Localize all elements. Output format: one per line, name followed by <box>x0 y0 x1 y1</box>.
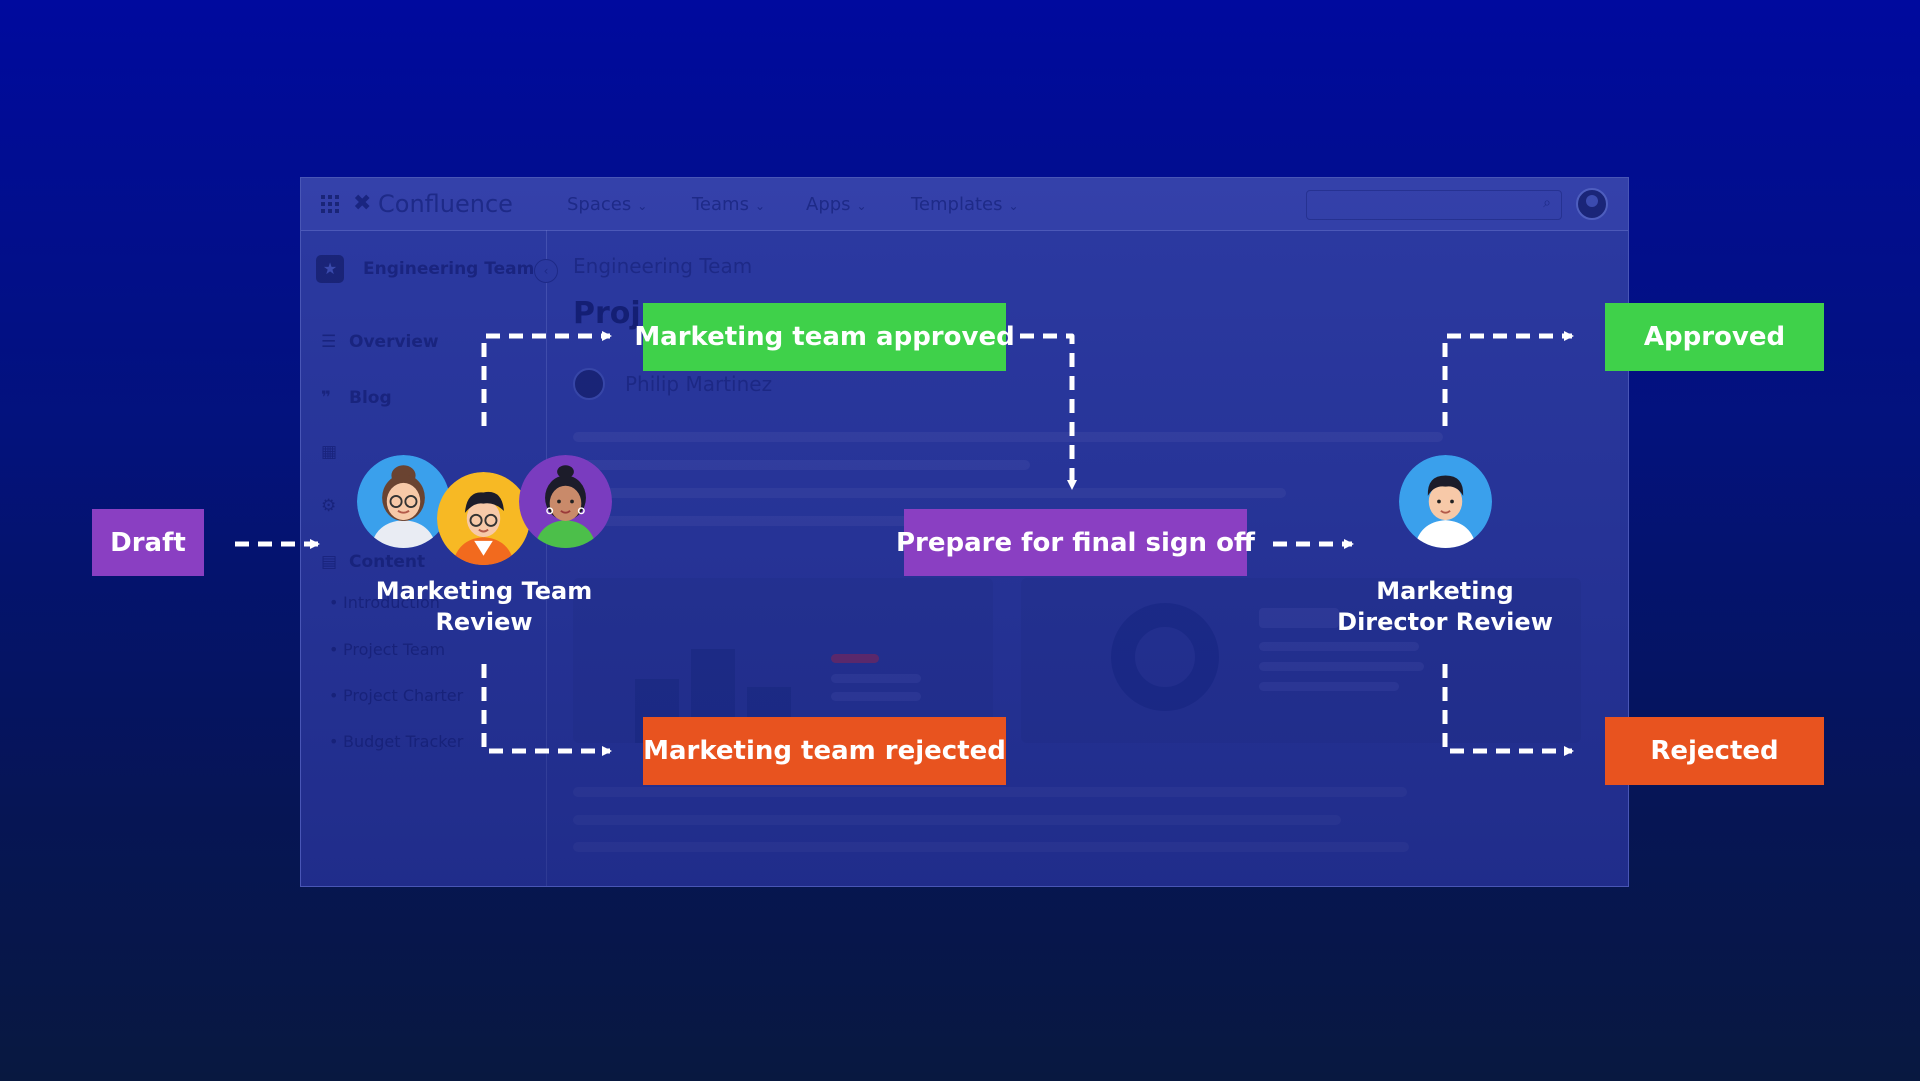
chevron-down-icon: ⌄ <box>754 199 766 213</box>
sidebar-item-overview[interactable]: ☰ Overview <box>321 332 439 352</box>
text-placeholder <box>573 842 1409 852</box>
calendar-icon: ▦ <box>321 442 338 462</box>
chevron-down-icon: ⌄ <box>1008 199 1019 213</box>
label-marketing-director-review: Marketing Director Review <box>1337 577 1553 636</box>
status-marketing-team-approved: Marketing team approved <box>634 303 1015 371</box>
page-title: Proj <box>573 296 641 331</box>
text-placeholder <box>573 516 1093 526</box>
search-icon: ⌕ <box>1543 195 1551 211</box>
nav-spaces-label: Spaces <box>567 194 632 215</box>
nav-templates[interactable]: Templates ⌄ <box>911 194 1019 215</box>
app-switcher-icon[interactable] <box>321 195 339 213</box>
sidebar-item-blog[interactable]: ❞ Blog <box>321 388 392 408</box>
search-input[interactable]: ⌕ <box>1306 190 1562 220</box>
director-avatar <box>1399 455 1492 548</box>
content-item-introduction[interactable]: Introduction <box>329 593 440 612</box>
status-approved: Approved <box>1605 303 1824 371</box>
arrow-review-to-rejected <box>481 664 612 756</box>
user-avatar[interactable] <box>1576 188 1608 220</box>
donut-chart-card <box>1021 578 1581 743</box>
nav-apps[interactable]: Apps ⌄ <box>806 194 867 215</box>
content-item-project-charter[interactable]: Project Charter <box>329 686 463 705</box>
legend-placeholder <box>1259 662 1424 671</box>
status-rejected: Rejected <box>1605 717 1824 785</box>
lines-icon: ☰ <box>321 332 337 352</box>
brand-name: Confluence <box>378 190 513 218</box>
sidebar-item-label: Blog <box>349 388 392 408</box>
bar-chart-card <box>573 578 993 743</box>
top-nav-bar: ✖ Confluence Spaces ⌄ Teams ⌄ Apps ⌄ Templa… <box>301 178 1628 231</box>
confluence-logo-icon: ✖ <box>353 191 372 216</box>
gear-icon: ⚙ <box>321 496 337 516</box>
status-marketing-team-rejected: Marketing team rejected <box>643 717 1006 785</box>
legend-placeholder <box>831 692 921 701</box>
sidebar-item-settings[interactable]: ⚙ <box>321 496 349 516</box>
arrow-director-to-approved <box>1442 331 1574 426</box>
text-placeholder <box>573 787 1407 797</box>
star-icon: ★ <box>316 255 344 283</box>
sidebar-item-label: Content <box>349 552 426 572</box>
legend-placeholder <box>1259 608 1339 628</box>
chevron-down-icon: ⌄ <box>856 199 867 213</box>
chevron-down-icon: ⌄ <box>637 199 648 213</box>
content-item-project-team[interactable]: Project Team <box>329 640 445 659</box>
document-icon: ▤ <box>321 552 338 572</box>
text-placeholder <box>573 488 1286 498</box>
quote-icon: ❞ <box>321 388 331 408</box>
space-title[interactable]: Engineering Team <box>363 259 535 279</box>
legend-placeholder <box>831 674 921 683</box>
legend-placeholder <box>1259 682 1399 691</box>
reviewer-avatar-woman-glasses <box>357 455 450 548</box>
content-item-budget-tracker[interactable]: Budget Tracker <box>329 732 463 751</box>
arrow-approved-to-signoff <box>1020 333 1077 490</box>
reviewer-avatar-woman <box>519 455 612 548</box>
text-placeholder <box>573 460 1030 470</box>
arrow-director-to-rejected <box>1442 664 1574 756</box>
legend-placeholder <box>831 654 879 663</box>
legend-placeholder <box>1259 642 1419 651</box>
text-placeholder <box>573 432 1443 442</box>
breadcrumb[interactable]: Engineering Team <box>573 254 753 278</box>
text-placeholder <box>573 815 1341 825</box>
nav-teams[interactable]: Teams ⌄ <box>692 194 765 215</box>
nav-apps-label: Apps <box>806 194 851 215</box>
sidebar-item-label: Overview <box>349 332 439 352</box>
author-name: Philip Martinez <box>625 372 773 396</box>
sidebar-item-calendar[interactable]: ▦ <box>321 442 349 462</box>
arrow-review-to-approved <box>481 331 612 426</box>
status-draft: Draft <box>92 509 204 576</box>
collapse-sidebar-button[interactable]: ‹ <box>534 259 558 283</box>
sidebar-item-content[interactable]: ▤ Content <box>321 552 425 572</box>
nav-teams-label: Teams <box>692 194 749 215</box>
reviewer-avatar-man-glasses <box>437 472 530 565</box>
author-avatar <box>573 368 605 400</box>
nav-templates-label: Templates <box>911 194 1003 215</box>
nav-spaces[interactable]: Spaces ⌄ <box>567 194 647 215</box>
status-prepare-final-sign-off: Prepare for final sign off <box>896 509 1255 576</box>
sidebar: ★ Engineering Team ‹ ☰ Overview ❞ Blog ▦ ⚙… <box>301 230 558 886</box>
label-marketing-team-review: Marketing Team Review <box>375 577 593 636</box>
